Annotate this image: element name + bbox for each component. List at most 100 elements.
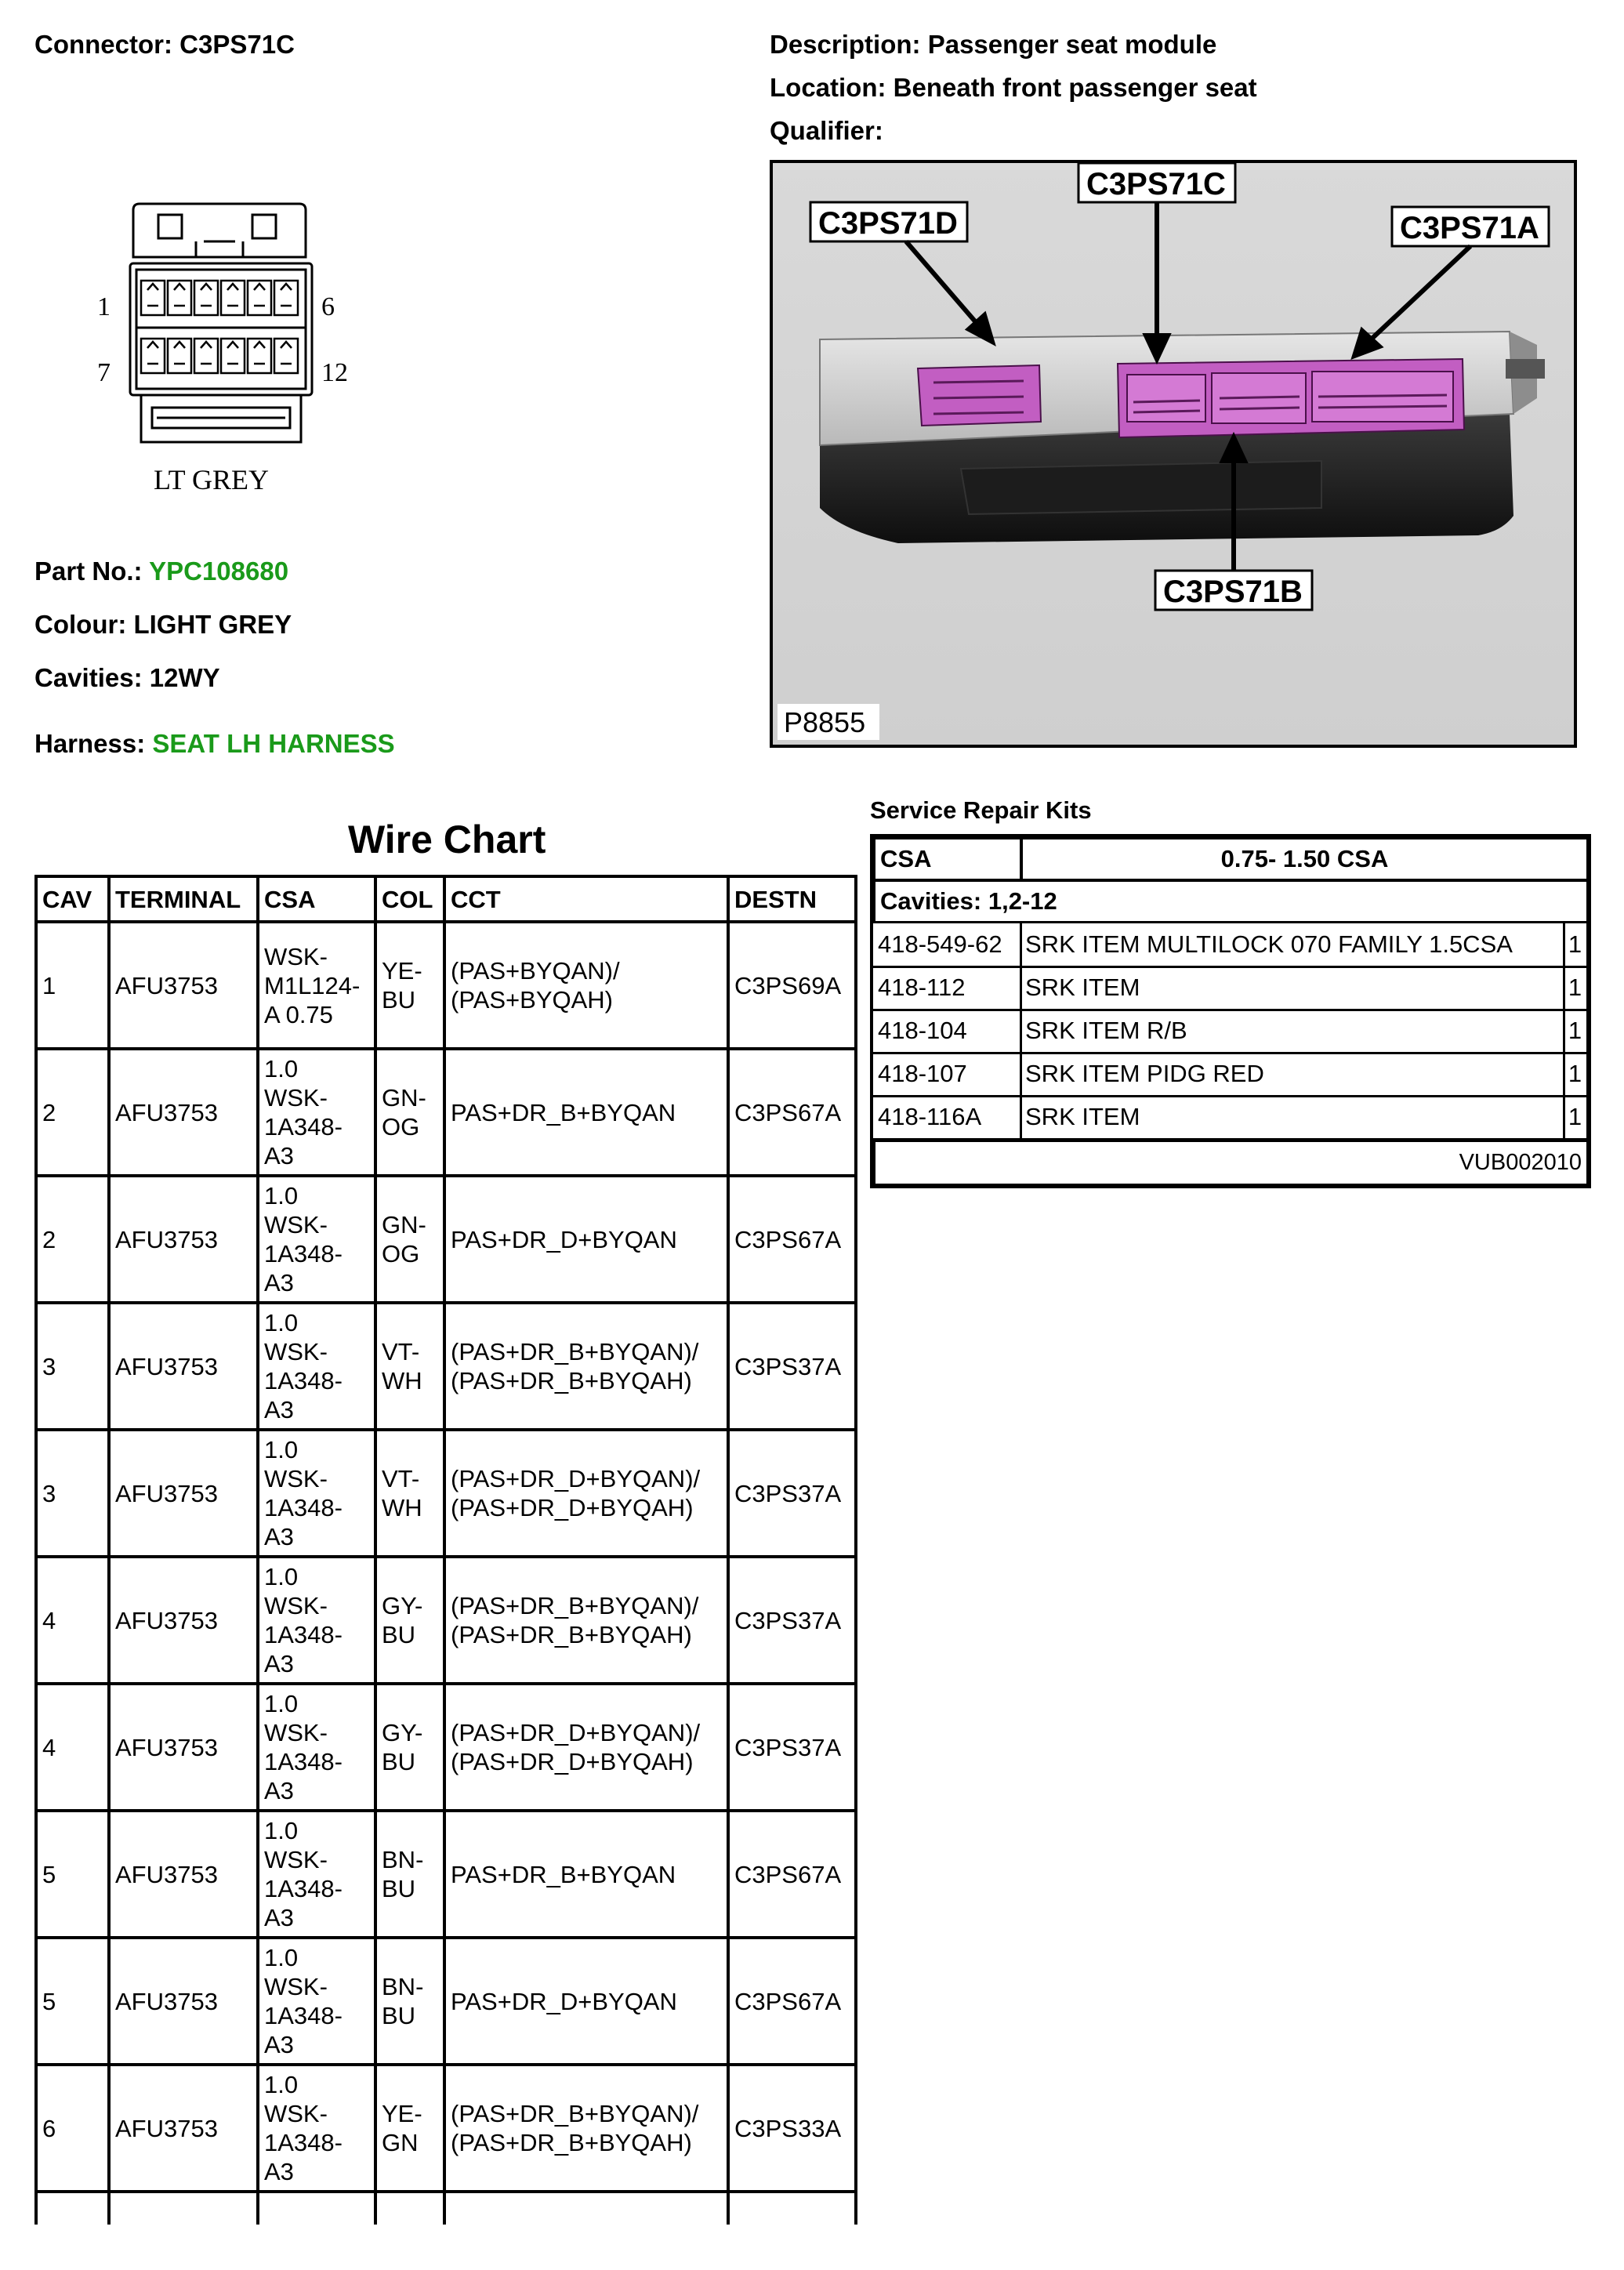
cell-col: YE-GN xyxy=(374,2063,446,2193)
cell-cav: 4 xyxy=(34,1682,111,1812)
cell-csa: WSK-M1L124-A 0.75 xyxy=(256,920,377,1050)
colour: Colour: LIGHT GREY xyxy=(34,610,292,640)
pin-7-label: 7 xyxy=(97,358,111,387)
image-ref: P8855 xyxy=(784,706,865,738)
kit-quantity: 1 xyxy=(1564,1053,1589,1097)
service-repair-kits-title: Service Repair Kits xyxy=(870,796,1092,824)
colour-value: LIGHT GREY xyxy=(133,610,292,639)
cell-empty xyxy=(443,2190,730,2225)
kit-part-number: 418-104 xyxy=(873,1010,1022,1054)
connector-id: Connector: C3PS71C xyxy=(34,30,295,60)
cell-terminal: AFU3753 xyxy=(107,1428,259,1558)
cell-col: GY-BU xyxy=(374,1682,446,1812)
pin-6-label: 6 xyxy=(321,292,335,321)
harness: Harness: SEAT LH HARNESS xyxy=(34,729,395,759)
cell-destn: C3PS67A xyxy=(727,1809,857,1939)
description-value: Passenger seat module xyxy=(927,30,1217,59)
cell-destn: C3PS37A xyxy=(727,1301,857,1431)
callout-c3ps71c: C3PS71C xyxy=(1086,167,1226,201)
module-location-image: C3PS71D C3PS71C C3PS71A C3PS71B P8855 xyxy=(770,160,1577,748)
cell-cav: 2 xyxy=(34,1174,111,1304)
qualifier-label: Qualifier: xyxy=(770,116,883,145)
kit-part-number: 418-116A xyxy=(873,1096,1022,1140)
cell-terminal: AFU3753 xyxy=(107,1301,259,1431)
kit-quantity: 1 xyxy=(1564,923,1589,968)
cell-cct: (PAS+DR_B+BYQAN)/(PAS+DR_B+BYQAH) xyxy=(443,2063,730,2193)
location-label: Location: xyxy=(770,73,886,102)
kit-description: SRK ITEM xyxy=(1020,1096,1565,1140)
kit-part-number: 418-107 xyxy=(873,1053,1022,1097)
location: Location: Beneath front passenger seat xyxy=(770,73,1257,103)
cell-destn: C3PS37A xyxy=(727,1555,857,1685)
kit-quantity: 1 xyxy=(1564,1096,1589,1140)
connector-label: Connector: xyxy=(34,30,172,59)
cell-destn: C3PS67A xyxy=(727,1936,857,2066)
table-row-continued xyxy=(34,2190,857,2225)
cell-empty xyxy=(727,2190,857,2225)
cell-col: GN-OG xyxy=(374,1047,446,1177)
cell-cct: (PAS+DR_B+BYQAN)/(PAS+DR_B+BYQAH) xyxy=(443,1301,730,1431)
cell-empty xyxy=(107,2190,259,2225)
connector-value: C3PS71C xyxy=(179,30,295,59)
kits-csa-label: CSA xyxy=(873,837,1022,881)
cell-cct: (PAS+DR_D+BYQAN)/(PAS+DR_D+BYQAH) xyxy=(443,1428,730,1558)
cell-destn: C3PS37A xyxy=(727,1682,857,1812)
cell-cav: 5 xyxy=(34,1809,111,1939)
cell-col: BN-BU xyxy=(374,1809,446,1939)
cell-cct: (PAS+BYQAN)/(PAS+BYQAH) xyxy=(443,920,730,1050)
header-terminal: TERMINAL xyxy=(107,875,259,923)
cell-destn: C3PS33A xyxy=(727,2063,857,2193)
cell-terminal: AFU3753 xyxy=(107,1936,259,2066)
header-cav: CAV xyxy=(34,875,111,923)
cavities-value: 12WY xyxy=(149,663,220,692)
connector-face-diagram: 1 6 7 12 LT GREY xyxy=(86,194,384,508)
cell-cav: 5 xyxy=(34,1936,111,2066)
kit-description: SRK ITEM R/B xyxy=(1020,1010,1565,1054)
part-no-value[interactable]: YPC108680 xyxy=(149,557,289,586)
header-cct: CCT xyxy=(443,875,730,923)
cell-cav: 3 xyxy=(34,1428,111,1558)
kit-quantity: 1 xyxy=(1564,966,1589,1011)
cell-destn: C3PS69A xyxy=(727,920,857,1050)
cell-terminal: AFU3753 xyxy=(107,1174,259,1304)
cell-destn: C3PS37A xyxy=(727,1428,857,1558)
cell-col: GY-BU xyxy=(374,1555,446,1685)
kits-csa-range: 0.75- 1.50 CSA xyxy=(1020,837,1589,881)
wire-chart-header-row: CAV TERMINAL CSA COL CCT DESTN xyxy=(34,875,857,923)
cell-col: BN-BU xyxy=(374,1936,446,2066)
callout-c3ps71b: C3PS71B xyxy=(1163,575,1303,609)
cell-col: VT-WH xyxy=(374,1428,446,1558)
pin-1-label: 1 xyxy=(97,292,111,321)
cell-cct: (PAS+DR_B+BYQAN)/(PAS+DR_B+BYQAH) xyxy=(443,1555,730,1685)
cell-terminal: AFU3753 xyxy=(107,1809,259,1939)
cell-cav: 2 xyxy=(34,1047,111,1177)
colour-label: Colour: xyxy=(34,610,127,639)
cell-col: VT-WH xyxy=(374,1301,446,1431)
cell-cct: PAS+DR_D+BYQAN xyxy=(443,1174,730,1304)
harness-value[interactable]: SEAT LH HARNESS xyxy=(152,729,395,758)
cell-terminal: AFU3753 xyxy=(107,1047,259,1177)
cell-cct: PAS+DR_D+BYQAN xyxy=(443,1936,730,2066)
cell-terminal: AFU3753 xyxy=(107,2063,259,2193)
kit-quantity: 1 xyxy=(1564,1010,1589,1054)
service-repair-kits-table: CSA 0.75- 1.50 CSA Cavities: 1,2-12 418-… xyxy=(870,834,1591,1188)
callout-c3ps71a: C3PS71A xyxy=(1400,211,1539,245)
description: Description: Passenger seat module xyxy=(770,30,1216,60)
description-label: Description: xyxy=(770,30,921,59)
header-csa: CSA xyxy=(256,875,377,923)
cell-cav: 6 xyxy=(34,2063,111,2193)
cell-terminal: AFU3753 xyxy=(107,1555,259,1685)
